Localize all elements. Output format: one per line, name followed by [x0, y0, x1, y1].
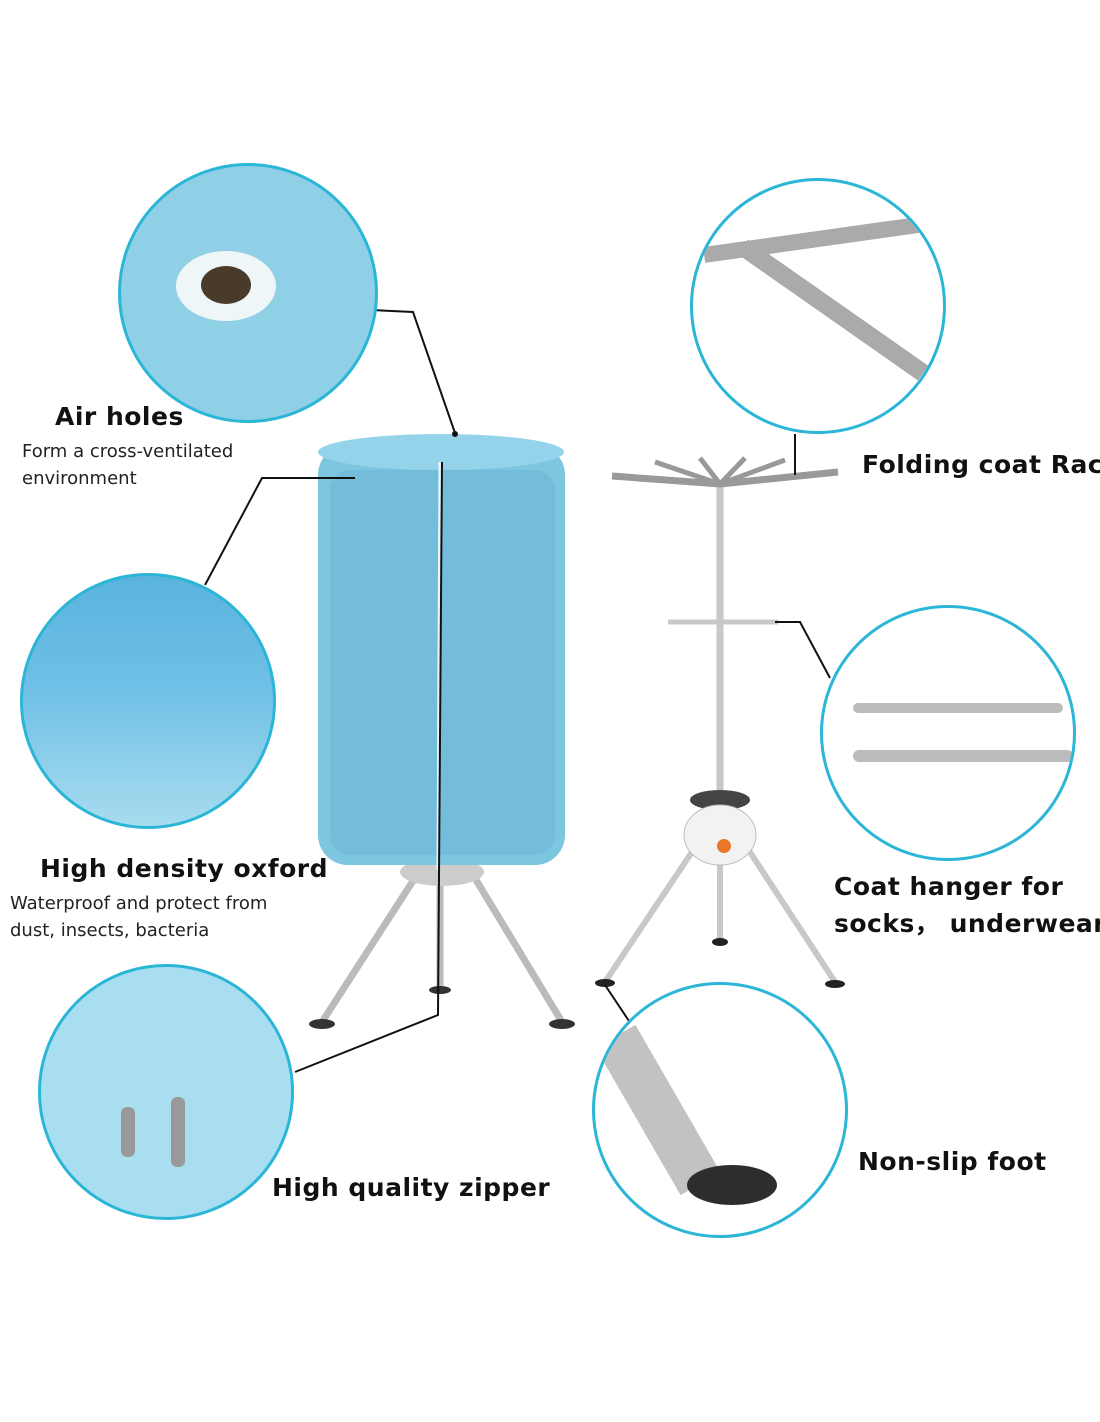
air-holes-desc-1: Form a cross-ventilated: [22, 441, 234, 462]
coat-rack: [602, 456, 839, 984]
oxford-title: High density oxford: [40, 854, 329, 883]
folding-rack-detail-image: [690, 178, 946, 434]
non-slip-foot-detail-image: [592, 982, 848, 1238]
oxford-desc-1: Waterproof and protect from: [10, 893, 268, 914]
coat-hanger-detail-image: [820, 605, 1076, 861]
air-holes-detail-image: [118, 163, 378, 423]
coat-hanger-title-1: Coat hanger for: [834, 872, 1064, 901]
folding-rack-title: Folding coat Rack: [862, 450, 1100, 479]
coat-hanger-title-2: socks， underwear: [834, 909, 1100, 938]
zipper-title: High quality zipper: [272, 1173, 551, 1202]
callout-lines: [204, 309, 831, 1073]
air-holes-desc-2: environment: [22, 468, 137, 489]
air-holes-title: Air holes: [55, 402, 184, 431]
oxford-fabric-detail-image: [20, 573, 276, 829]
oxford-desc-2: dust, insects, bacteria: [10, 920, 210, 941]
non-slip-foot-title: Non-slip foot: [858, 1147, 1047, 1176]
zipper-detail-image: [38, 964, 294, 1220]
dryer-legs: [319, 868, 565, 1024]
